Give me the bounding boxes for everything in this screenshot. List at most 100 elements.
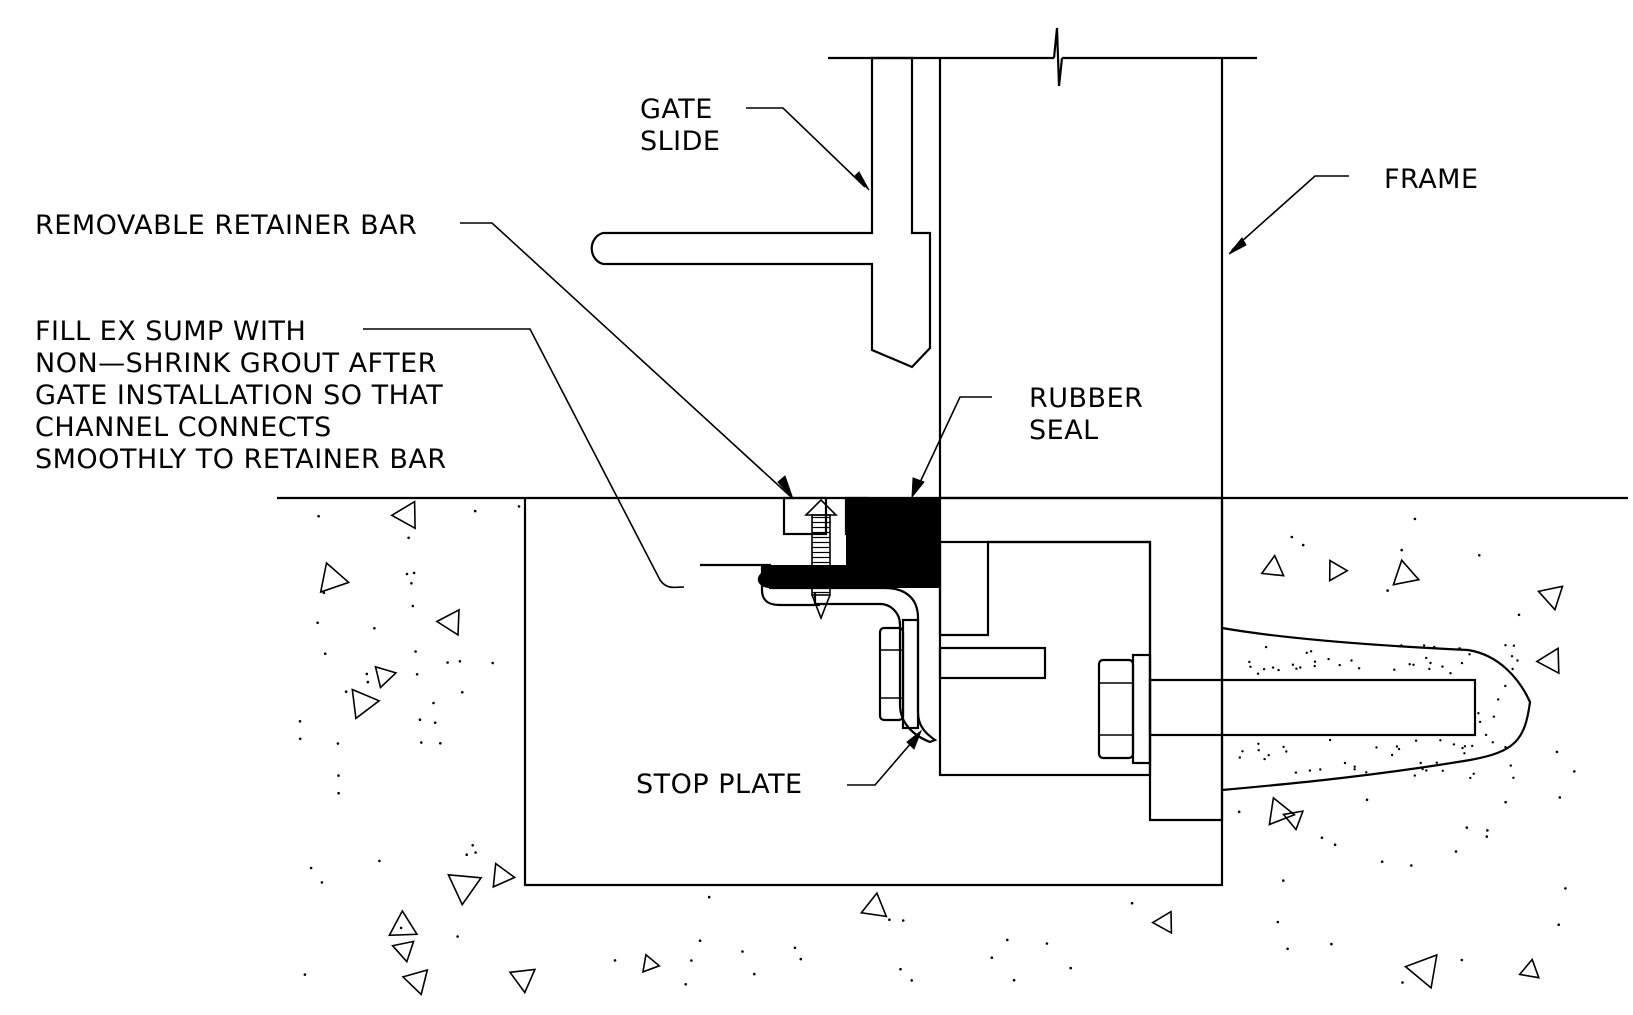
grout-dot bbox=[1439, 739, 1442, 742]
aggregate-triangle bbox=[374, 665, 398, 690]
aggregate-dot bbox=[303, 973, 307, 976]
aggregate-dot bbox=[1573, 770, 1576, 773]
grout-dot bbox=[1257, 742, 1260, 745]
aggregate-dot bbox=[1504, 800, 1507, 804]
grout-dot bbox=[1421, 767, 1424, 771]
grout-dot bbox=[1428, 667, 1431, 671]
grout-dot bbox=[1256, 672, 1260, 675]
grout-dot bbox=[1313, 660, 1317, 663]
grout-dot bbox=[1375, 746, 1378, 749]
grout-dot bbox=[1400, 644, 1403, 647]
grout-dot bbox=[1365, 771, 1368, 774]
grout-dot bbox=[1463, 745, 1467, 748]
aggregate-dot bbox=[433, 721, 437, 724]
grout-dot bbox=[1468, 653, 1471, 656]
grout-dot bbox=[1357, 667, 1361, 670]
grout-dot bbox=[1350, 659, 1353, 662]
grout-dot bbox=[1461, 746, 1464, 750]
aggregate-dot bbox=[990, 956, 994, 959]
aggregate-triangle bbox=[401, 968, 429, 997]
aggregate-dot bbox=[298, 720, 302, 723]
grout-pocket bbox=[1221, 626, 1532, 792]
grout-dot bbox=[1441, 769, 1445, 772]
stop-plate-label: STOP PLATE bbox=[636, 769, 803, 800]
aggregate-dot bbox=[1365, 798, 1369, 802]
grout-dot bbox=[1395, 745, 1399, 748]
aggregate-dot bbox=[1558, 796, 1562, 799]
grout-dot bbox=[1291, 663, 1295, 666]
aggregate-dot bbox=[456, 935, 459, 938]
grout-dot bbox=[1295, 667, 1298, 670]
aggregate-dot bbox=[1130, 901, 1134, 905]
aggregate-triangle bbox=[641, 953, 661, 974]
stop-plate-bolt bbox=[938, 646, 1047, 680]
retainer-base bbox=[757, 565, 940, 588]
aggregate-dot bbox=[1045, 942, 1049, 945]
grout-dot bbox=[1504, 745, 1507, 749]
aggregate-dot bbox=[1012, 978, 1016, 982]
aggregate-dot bbox=[1069, 966, 1072, 970]
aggregate-dot bbox=[901, 919, 905, 922]
aggregate-dot bbox=[899, 967, 902, 971]
aggregate-dot bbox=[322, 591, 326, 594]
aggregate-dot bbox=[1320, 836, 1324, 839]
aggregate-triangle bbox=[1403, 953, 1438, 990]
aggregate-triangle bbox=[1260, 554, 1285, 577]
grout-dot bbox=[1449, 672, 1452, 675]
grout-dot bbox=[1393, 668, 1396, 671]
aggregate-triangle bbox=[351, 688, 381, 720]
aggregate-dot bbox=[446, 661, 449, 664]
aggregate-dot bbox=[799, 957, 803, 961]
aggregate-dot bbox=[1465, 826, 1469, 829]
grout-dot bbox=[1390, 753, 1394, 757]
concrete-aggregate bbox=[298, 500, 1576, 997]
fill-note-line4: CHANNEL CONNECTS bbox=[35, 412, 332, 443]
rubber-seal-block bbox=[846, 498, 940, 565]
concrete-ground bbox=[277, 496, 1628, 997]
aggregate-dot bbox=[491, 661, 495, 665]
aggregate-triangle bbox=[508, 968, 537, 995]
aggregate-dot bbox=[888, 918, 891, 921]
aggregate-dot bbox=[366, 680, 370, 684]
aggregate-dot bbox=[309, 866, 313, 870]
anchor-nut bbox=[1097, 658, 1135, 760]
grout-dot bbox=[1512, 644, 1516, 647]
grout-dot bbox=[1408, 663, 1411, 666]
aggregate-dot bbox=[465, 853, 469, 856]
aggregate-dot bbox=[684, 983, 687, 986]
grout-dot bbox=[1460, 661, 1464, 665]
grout-dot bbox=[1433, 645, 1436, 649]
aggregate-dot bbox=[690, 959, 693, 962]
grout-dot bbox=[1469, 776, 1472, 780]
stop-plate-washer bbox=[901, 618, 920, 730]
aggregate-dot bbox=[418, 718, 422, 721]
aggregate-triangle bbox=[1392, 558, 1421, 586]
aggregate-triangle bbox=[391, 940, 415, 964]
grout-dot bbox=[1264, 645, 1268, 649]
aggregate-dot bbox=[1478, 554, 1481, 557]
grout-dot bbox=[1484, 733, 1488, 737]
aggregate-dot bbox=[473, 509, 477, 513]
aggregate-dot bbox=[1276, 920, 1280, 924]
aggregate-dot bbox=[741, 950, 744, 953]
grout-dot bbox=[1319, 768, 1322, 771]
grout-dot bbox=[1271, 666, 1275, 669]
aggregate-dot bbox=[432, 701, 435, 705]
aggregate-triangle bbox=[447, 873, 483, 907]
gate-slide-label-line1: GATE bbox=[640, 94, 713, 125]
aggregate-dot bbox=[420, 741, 423, 744]
aggregate-dot bbox=[613, 959, 617, 962]
aggregate-dot bbox=[439, 742, 442, 745]
grout-dot bbox=[1471, 744, 1474, 748]
grout-dot bbox=[1478, 720, 1482, 724]
grout-dot bbox=[1414, 739, 1418, 742]
grout-dot bbox=[1504, 684, 1507, 688]
aggregate-dot bbox=[471, 844, 475, 847]
grout-dot bbox=[1435, 761, 1439, 764]
grout-dot bbox=[1425, 656, 1428, 660]
aggregate-dot bbox=[1557, 923, 1560, 926]
aggregate-dot bbox=[1290, 535, 1294, 539]
aggregate-triangle bbox=[1536, 585, 1564, 612]
grout-dot bbox=[1512, 776, 1515, 779]
